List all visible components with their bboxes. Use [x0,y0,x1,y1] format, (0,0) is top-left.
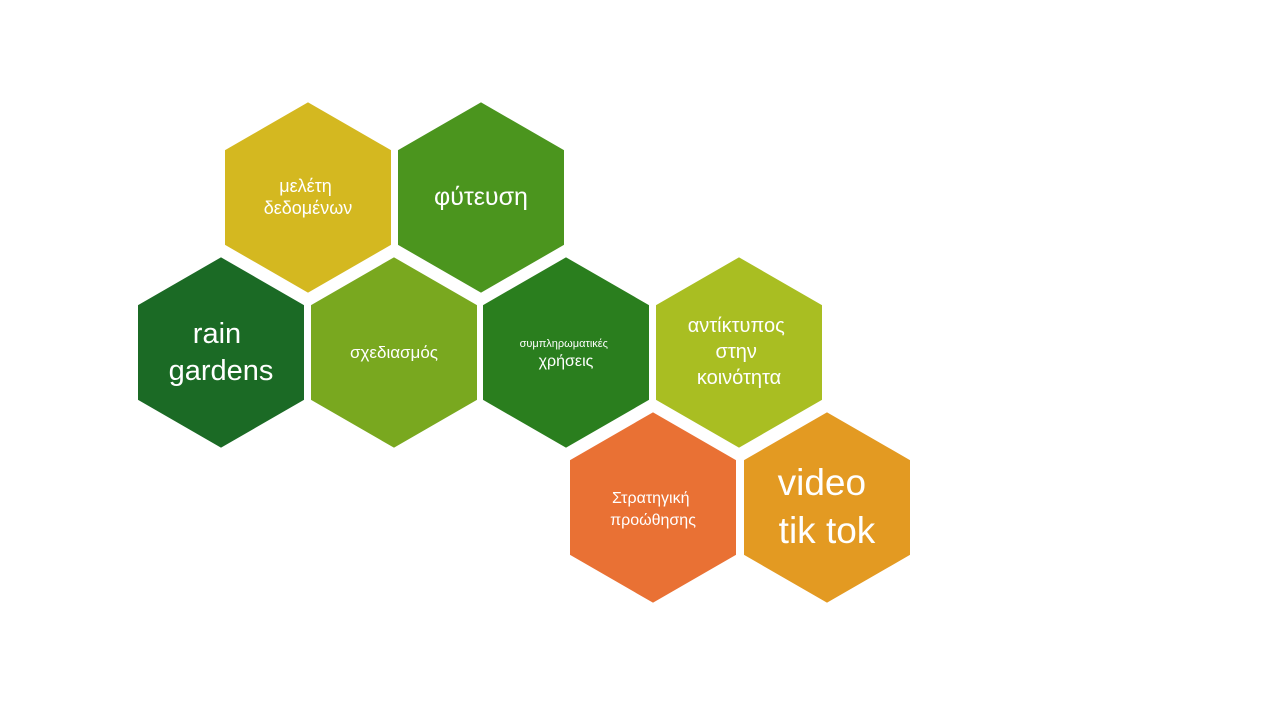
hex-video-tiktok: video tik tok [740,407,914,608]
hex-label-line: tik tok [779,510,876,551]
hex-meleti-dedomenon: μελέτη δεδομένων [221,97,395,298]
hex-schediasmos: σχεδιασμός [307,252,481,453]
svg-text:αντίκτυπος στην κο: αντίκτυπος στην κοινότητα [688,315,791,389]
hex-label-line: κοινότητα [697,367,781,389]
hexagon-shape [740,407,914,608]
hex-sympliromatikes-xriseis: συμπληρωματικές χρήσεις [479,252,653,453]
svg-text:rain gardens: rain gardens [169,318,274,387]
hex-label-line: Στρατηγική [612,490,689,507]
hex-label-line: σχεδιασμός [350,343,438,362]
hex-label-line: χρήσεις [539,353,594,370]
svg-text:σχεδιασμός: σχεδιασμός [350,343,438,362]
svg-text:φύτευση: φύτευση [434,183,528,211]
hex-stratigiki-proothisis: Στρατηγική προώθησης [566,407,740,608]
hex-label-line: φύτευση [434,183,528,211]
hex-label-line: συμπληρωματικές [520,338,608,350]
hexagon-shape [479,252,653,453]
svg-text:μελέτη δεδομένων: μελέτη δεδομένων [264,176,353,218]
hex-label-line: μελέτη [279,176,332,196]
hex-label-line: rain [193,318,241,350]
hex-label-line: αντίκτυπος [688,315,785,337]
hex-rain-gardens: rain gardens [134,252,308,453]
svg-text:Στρατηγική προώθησης: Στρατηγική προώθησης [610,490,696,529]
hex-label-line: δεδομένων [264,198,353,218]
hex-antiktypos: αντίκτυπος στην κοινότητα [652,252,826,453]
hex-label-line: gardens [169,355,274,387]
hex-label-line: στην [716,341,757,363]
svg-text:video tik tok: video tik tok [778,462,877,551]
hexagon-shape [134,252,308,453]
hex-label-line: προώθησης [610,512,696,529]
svg-text:συμπληρωματικές χρήσεις: συμπληρωματικές χρήσεις [520,334,613,370]
hexagon-shape [566,407,740,608]
hexagon-shape [221,97,395,298]
hex-label-line: video [778,462,866,503]
hexagon-shape [394,97,568,298]
hex-fytefsi: φύτευση [394,97,568,298]
hexagon-shape [652,252,826,453]
